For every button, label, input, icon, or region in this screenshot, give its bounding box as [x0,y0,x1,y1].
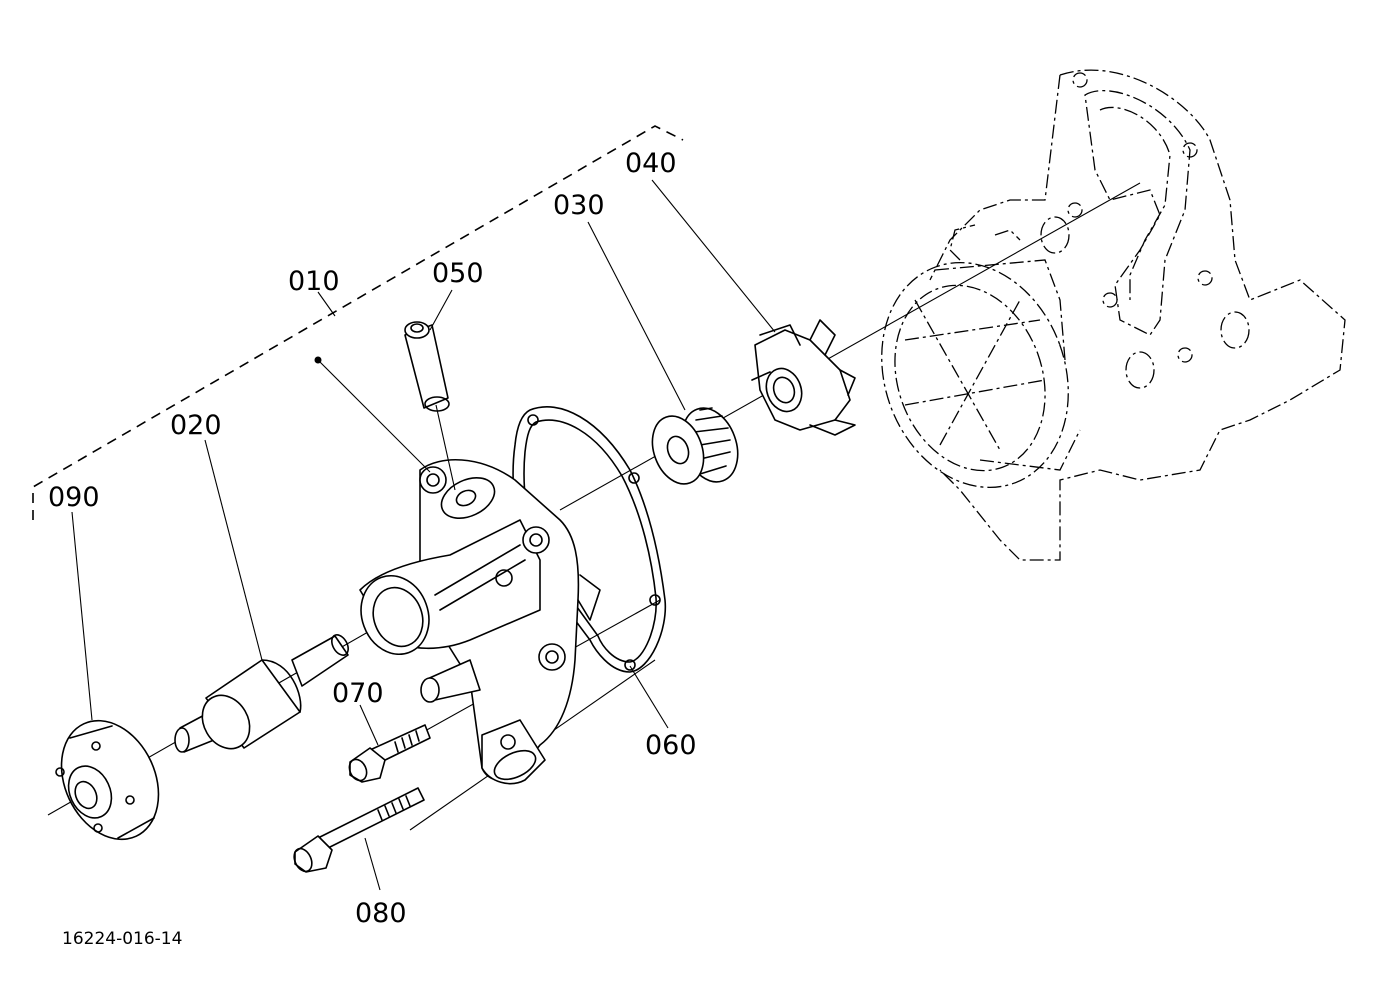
short-bolt[interactable] [346,724,431,783]
leader-lines [71,179,776,891]
label-090: 090 [48,482,100,513]
label-050: 050 [432,258,484,289]
label-010: 010 [288,266,340,297]
label-080: 080 [355,898,407,929]
engine-housing-phantom [881,69,1346,561]
callout-labels: 010 020 030 040 050 060 070 080 090 1622… [48,148,697,949]
long-bolt[interactable] [291,787,425,874]
label-020: 020 [170,410,222,441]
pulley-flange[interactable] [43,705,177,855]
water-pump-body[interactable] [350,458,601,785]
mechanical-seal[interactable] [643,400,747,491]
assembly-group-bracket [32,125,684,520]
impeller[interactable] [751,319,856,436]
dowel-pin[interactable] [404,321,450,412]
bearing-shaft[interactable] [174,632,352,757]
gasket[interactable] [512,406,667,673]
label-070: 070 [332,678,384,709]
label-030: 030 [553,190,605,221]
label-040: 040 [625,148,677,179]
label-060: 060 [645,730,697,761]
drawing-number: 16224-016-14 [62,929,182,949]
